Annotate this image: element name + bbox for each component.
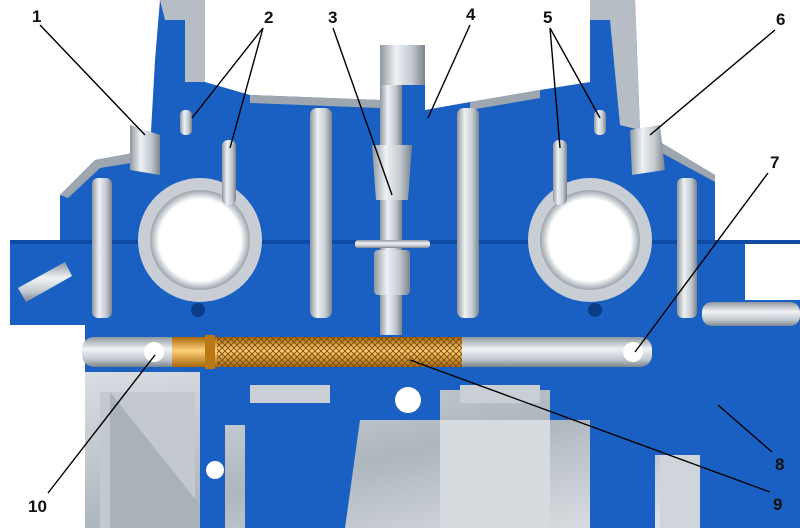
callout-labels: 1 2 3 4 5 6 7 8 9 10: [28, 5, 785, 516]
callout-10: 10: [28, 497, 47, 516]
callout-4: 4: [466, 5, 476, 24]
callout-7: 7: [770, 153, 779, 172]
oil-channels: [18, 108, 800, 326]
callout-8: 8: [775, 455, 784, 474]
callout-2: 2: [264, 8, 273, 27]
top-ribs: [60, 0, 715, 198]
callout-5: 5: [543, 8, 552, 27]
callout-9: 9: [773, 495, 782, 514]
central-oil-channel: [355, 85, 430, 335]
camshaft-bearing-left: [138, 178, 262, 302]
callout-6: 6: [776, 10, 785, 29]
camshaft-bearing-right: [528, 178, 652, 302]
tappet-bore-right: [630, 125, 665, 175]
tappet-bore-left: [130, 125, 160, 175]
leader-lines: [39, 24, 776, 494]
callout-3: 3: [328, 8, 337, 27]
oil-holes: [191, 303, 602, 479]
callout-1: 1: [32, 7, 41, 26]
oil-filter: [172, 335, 462, 369]
